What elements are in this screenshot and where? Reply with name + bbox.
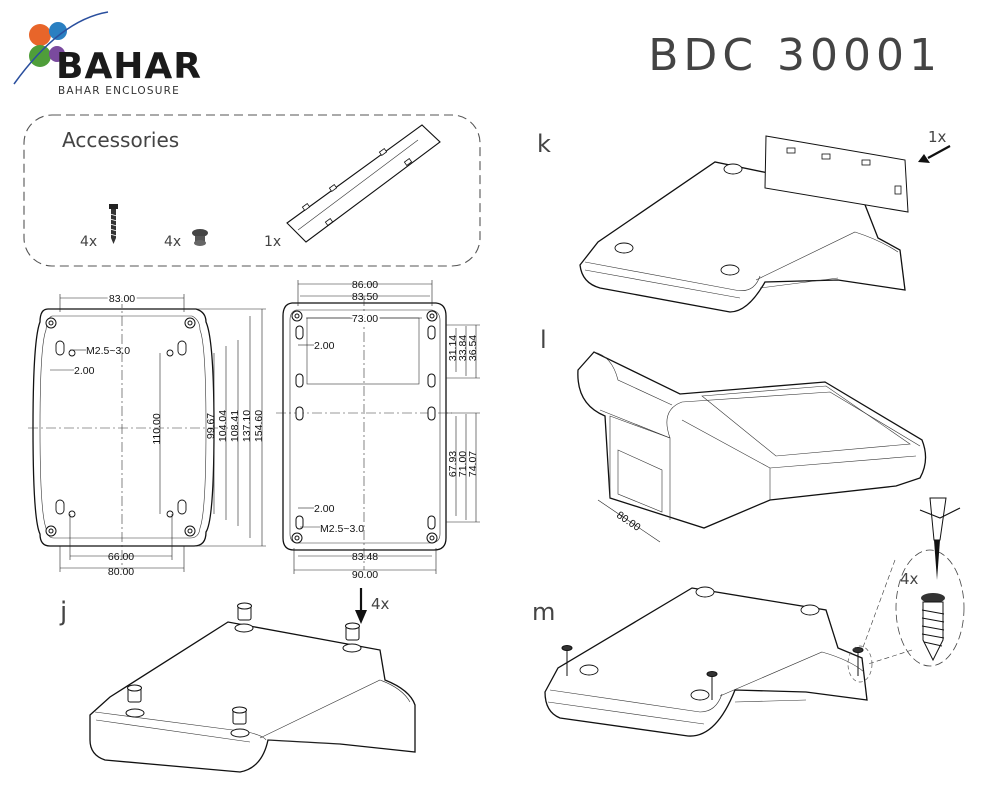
screw-icon: [109, 204, 118, 244]
dim-label: 80.00: [614, 509, 643, 534]
step-m-drawing: m: [532, 586, 873, 737]
step-label: k: [537, 130, 551, 158]
step-j-drawing: j 4x: [59, 588, 416, 773]
dim-label: 33.84: [457, 335, 469, 361]
rubber-foot-icon: [192, 229, 208, 246]
dim-label: 154.60: [253, 410, 265, 442]
step-k-drawing: k 1x: [537, 128, 951, 313]
step-label: j: [59, 597, 67, 627]
dim-label: 110.00: [151, 413, 163, 444]
dim-label: 83.00: [109, 293, 135, 305]
step-qty: 1x: [928, 128, 947, 146]
dim-label: 104.04: [217, 410, 229, 442]
model-title: BDC 30001: [648, 30, 942, 81]
dim-label: 108.41: [229, 410, 241, 442]
accessories-panel: Accessories 4x 4x 1x: [23, 114, 481, 267]
dim-label: 90.00: [352, 569, 378, 581]
screw-detail: 4x: [861, 497, 965, 667]
dim-label: M2.5~3.0: [86, 345, 130, 357]
accessory-qty: 1x: [264, 234, 281, 250]
dim-label: 2.00: [314, 340, 335, 352]
logo-tagline: BAHAR ENCLOSURE: [58, 85, 180, 97]
dim-label: 80.00: [108, 566, 134, 578]
dim-label: M2.5~3.0: [320, 523, 364, 535]
dim-label: 71.00: [457, 451, 469, 477]
bottom-view-drawing: 83.00 M2.5~3.0 2.00 110.00 99.67 104.04 …: [28, 291, 266, 578]
accessories-title: Accessories: [62, 128, 179, 152]
dim-label: 2.00: [314, 503, 335, 515]
dim-label: 66.00: [108, 551, 134, 563]
dim-label: 86.00: [352, 279, 378, 291]
accessory-qty: 4x: [80, 234, 97, 250]
panel-icon: [286, 124, 441, 243]
dim-label: 83.50: [352, 291, 378, 303]
step-l-drawing: l 80.00: [540, 326, 927, 543]
step-qty: 4x: [371, 595, 390, 613]
dim-label: 2.00: [74, 365, 95, 377]
dim-label: 99.67: [205, 413, 217, 439]
dim-label: 67.93: [447, 451, 459, 477]
dim-label: 74.07: [467, 451, 479, 477]
accessory-qty: 4x: [164, 234, 181, 250]
dim-label: 83.48: [352, 551, 378, 563]
step-label: l: [540, 326, 547, 354]
dim-label: 36.54: [467, 335, 479, 361]
logo-name: BAHAR: [56, 46, 202, 87]
dim-label: 31.14: [447, 335, 459, 361]
step-qty: 4x: [900, 570, 919, 588]
bahar-logo: BAHAR BAHAR ENCLOSURE: [13, 11, 202, 97]
top-view-drawing: 86.00 83.50 73.00 2.00 2.00 M2.5~3.0 31.…: [276, 279, 480, 581]
step-label: m: [532, 598, 555, 626]
dim-label: 73.00: [352, 313, 378, 325]
dim-label: 137.10: [241, 410, 253, 442]
